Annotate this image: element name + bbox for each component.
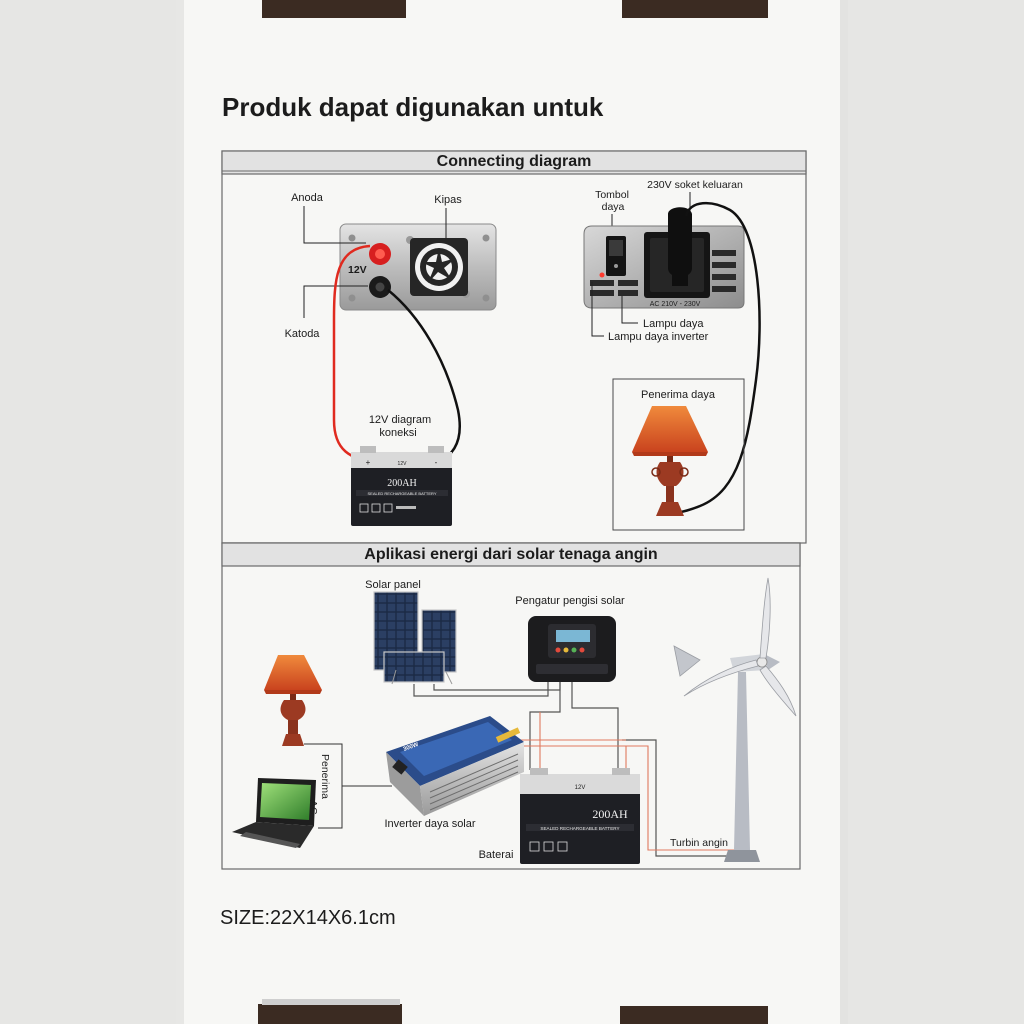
battery-large-label: Baterai: [479, 849, 514, 861]
kipas-label: Kipas: [434, 194, 462, 206]
battery-large-subtitle: SEALED RECHARGEABLE BATTERY: [540, 826, 619, 831]
battery-small: + - 12V 200AH SEALED RECHARGEABLE BATTER…: [351, 446, 452, 526]
wind-turbine-icon: [673, 577, 797, 862]
box-top-flap-right: [622, 0, 768, 18]
box-bottom-flap-right: [620, 1006, 768, 1024]
table-lamp-icon: [632, 406, 708, 516]
power-switch: [606, 236, 626, 276]
controller-label: Pengatur pengisi solar: [515, 595, 625, 607]
solar-wind-header: [221, 542, 801, 567]
lampu-daya-label: Lampu daya: [643, 318, 704, 330]
box-right-edge: [840, 0, 848, 1024]
solar-panel-label: Solar panel: [365, 579, 421, 591]
solar-charge-controller: [528, 616, 616, 682]
box-left-edge: [176, 0, 184, 1024]
ac-cable: [679, 202, 761, 514]
battery-large: 12V 200AH SEALED RECHARGEABLE BATTERY: [520, 768, 640, 864]
battery-capacity: 200AH: [387, 478, 416, 489]
battery-large-capacity: 200AH: [592, 807, 628, 821]
size-label: SIZE:22X14X6.1cm: [220, 907, 396, 929]
katoda-leader: [303, 285, 368, 318]
table-lamp-icon-2: [264, 655, 322, 746]
dc-wiring-red: [518, 712, 744, 851]
box-bottom-flap-left: [258, 1004, 402, 1024]
tombol-label-line1: Tombol: [595, 189, 629, 201]
solar-wind-title: Aplikasi energi dari solar tenaga angin: [364, 546, 657, 563]
battery-label-line2: koneksi: [379, 427, 416, 439]
inverter-power-led: [599, 272, 605, 278]
battery-voltage-mark: 12V: [398, 461, 408, 467]
receiver-ac-line2: AC: [307, 800, 319, 815]
lampu-daya-inverter-label: Lampu daya inverter: [608, 331, 709, 343]
page-heading: Produk dapat digunakan untuk: [222, 92, 604, 122]
battery-label-line1: 12V diagram: [369, 414, 431, 426]
black-cable: [387, 289, 461, 464]
katoda-label: Katoda: [285, 328, 321, 340]
battery-large-voltage: 12V: [575, 785, 586, 791]
tombol-label-line2: daya: [602, 201, 625, 213]
connecting-diagram-title: Connecting diagram: [437, 153, 592, 170]
connecting-diagram-header: [221, 150, 807, 175]
socket-label: 230V soket keluaran: [647, 179, 743, 191]
box-bottom-shadow: [262, 999, 400, 1005]
lampu-daya-leader: [621, 296, 638, 324]
inverter-badge: 300W: [403, 742, 420, 753]
receiver-label: Penerima daya: [641, 389, 716, 401]
anoda-leader: [303, 206, 366, 244]
lampu-inverter-leader: [591, 282, 604, 337]
inverter-label: Inverter daya solar: [384, 818, 475, 830]
wind-turbine-label: Turbin angin: [670, 837, 728, 849]
ac-socket: [644, 207, 710, 298]
dc-wiring: [413, 682, 744, 857]
battery-plus-mark: +: [366, 458, 371, 467]
battery-minus-mark: -: [435, 458, 438, 467]
receiver-box: [612, 378, 745, 531]
anoda-label: Anoda: [291, 192, 324, 204]
solar-panels: [373, 591, 457, 685]
box-top-flap-left: [262, 0, 406, 18]
positive-terminal-highlight: [375, 249, 385, 259]
negative-terminal-highlight: [375, 282, 385, 292]
laptop-icon: [232, 778, 316, 848]
ac-voltage-label: AC 210V - 230V: [650, 301, 701, 308]
terminal-voltage-label: 12V: [348, 264, 367, 276]
battery-subtitle: SEALED RECHARGEABLE BATTERY: [368, 491, 437, 496]
receiver-ac-line1: Penerima: [319, 754, 331, 799]
fan-icon: [410, 238, 468, 296]
inverter-3d: 300W: [386, 716, 524, 816]
